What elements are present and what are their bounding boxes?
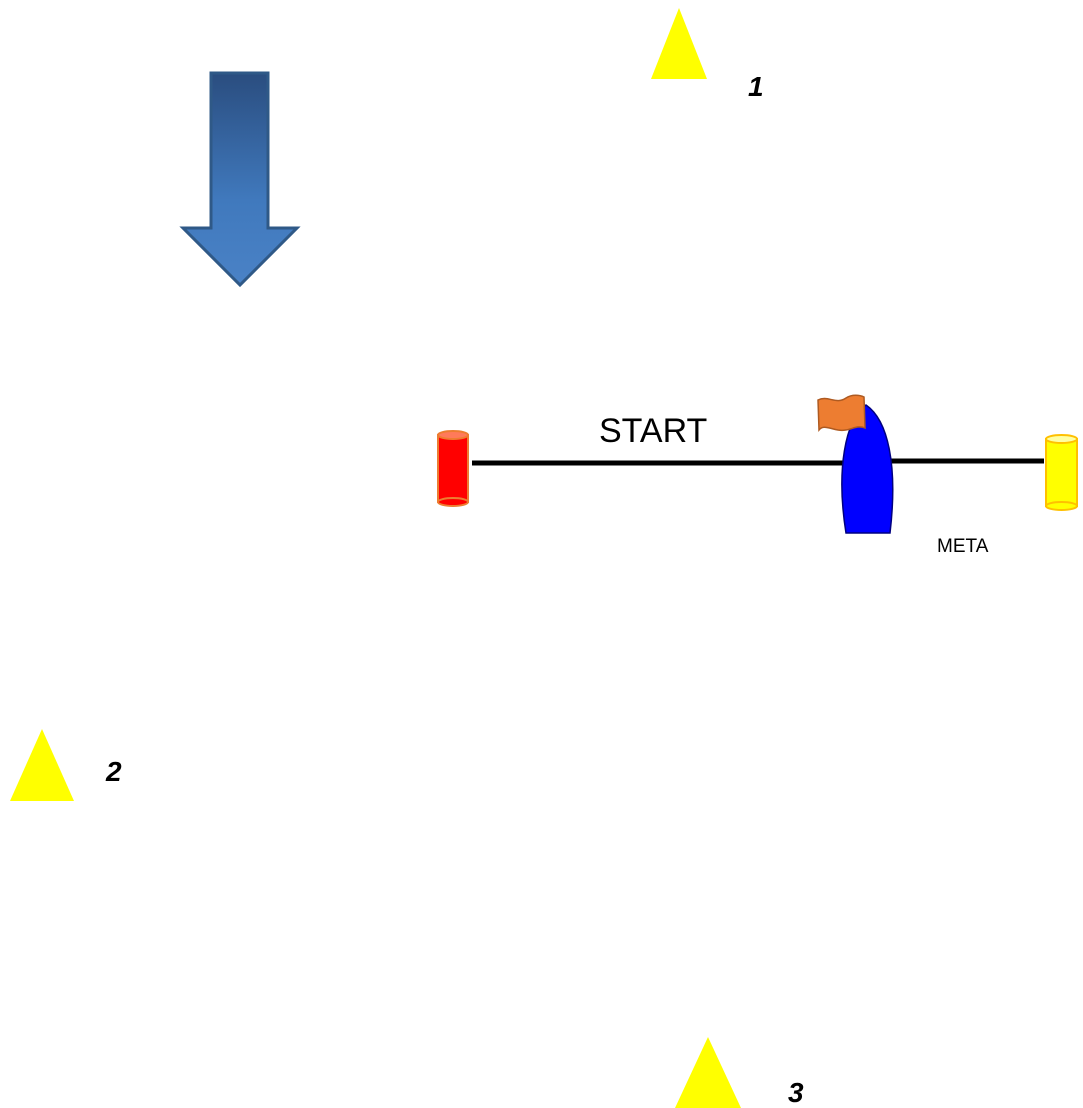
mark-3-triangle-icon bbox=[675, 1037, 741, 1108]
mark-3: 3 bbox=[675, 1037, 804, 1108]
mark-2-triangle-icon bbox=[10, 729, 74, 801]
mark-1-label: 1 bbox=[748, 71, 764, 102]
mark-1-triangle-icon bbox=[651, 8, 707, 79]
wind-direction-arrow-icon bbox=[179, 71, 301, 288]
mark-2: 2 bbox=[10, 729, 122, 801]
finish-buoy-icon bbox=[1045, 434, 1078, 511]
flag-icon bbox=[817, 394, 866, 433]
mark-1: 1 bbox=[651, 8, 764, 102]
pin-buoy-icon bbox=[437, 430, 469, 507]
start-line bbox=[472, 458, 1044, 466]
mark-2-label: 2 bbox=[105, 756, 122, 787]
start-label: START bbox=[599, 412, 707, 450]
meta-label: META bbox=[937, 536, 989, 557]
mark-3-label: 3 bbox=[788, 1077, 804, 1108]
